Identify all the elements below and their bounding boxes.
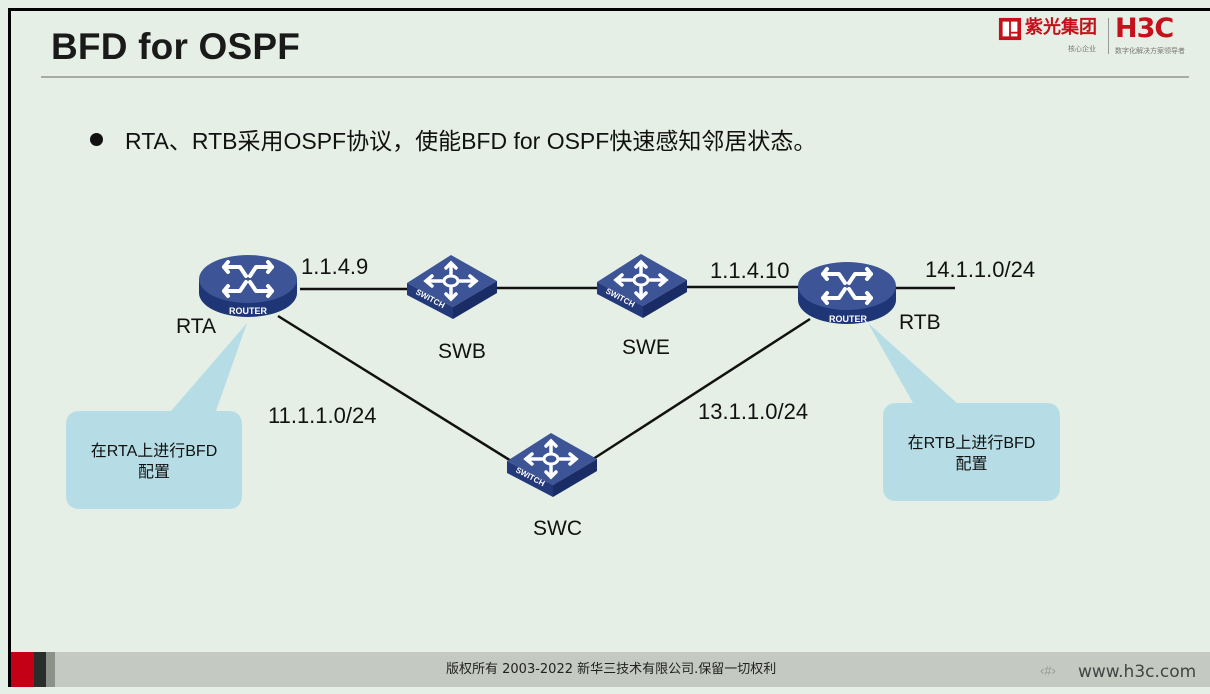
link-swc-rtb bbox=[589, 317, 811, 463]
bullet-text: RTA、RTB采用OSPF协议，使能BFD for OSPF快速感知邻居状态。 bbox=[125, 128, 817, 154]
switch-swc-icon bbox=[505, 431, 599, 499]
unigroup-logo-icon bbox=[998, 17, 1022, 41]
footer-accent-red bbox=[11, 652, 34, 687]
node-label-rta: RTA bbox=[176, 315, 217, 338]
footer-accent-gray bbox=[46, 652, 55, 687]
node-label-rtb: RTB bbox=[899, 311, 941, 334]
switch-swb-icon bbox=[405, 253, 499, 321]
callout-rta-text: 在RTA上进行BFD 配置 bbox=[66, 441, 242, 483]
company-logo: 紫光集团 核心企业 H3C 数字化解决方案领导者 bbox=[996, 14, 1206, 60]
footer-copyright: 版权所有 2003-2022 新华三技术有限公司.保留一切权利 bbox=[446, 662, 777, 677]
link-label-rta-swc: 11.1.1.0/24 bbox=[268, 403, 377, 428]
link-label-rtb-stub: 14.1.1.0/24 bbox=[925, 257, 1036, 282]
bullet-icon bbox=[90, 132, 103, 146]
callout-rtb-line1: 在RTB上进行BFD bbox=[907, 435, 1036, 452]
footer-accent-dark bbox=[34, 652, 46, 687]
node-label-swc: SWC bbox=[533, 517, 582, 540]
switch-swe-icon bbox=[595, 252, 689, 320]
link-label-rta-ip: 1.1.4.9 bbox=[301, 254, 369, 279]
logo-brand-sub: 数字化解决方案领导者 bbox=[1115, 48, 1185, 55]
node-label-swb: SWB bbox=[438, 340, 486, 363]
footer-url[interactable]: www.h3c.com bbox=[1078, 662, 1197, 682]
logo-separator bbox=[1108, 18, 1109, 54]
callout-rtb-text: 在RTB上进行BFD 配置 bbox=[883, 433, 1060, 475]
link-rta-swc bbox=[277, 314, 517, 466]
link-label-rtb-ip: 1.1.4.10 bbox=[710, 258, 790, 283]
footer-bar bbox=[11, 652, 1210, 687]
link-label-rtb-swc: 13.1.1.0/24 bbox=[698, 399, 809, 424]
slide-title: BFD for OSPF bbox=[51, 26, 301, 67]
callout-rtb bbox=[868, 323, 1060, 501]
router-rtb-badge: ROUTER bbox=[829, 314, 868, 324]
node-label-swe: SWE bbox=[622, 336, 670, 359]
bullet-item: RTA、RTB采用OSPF协议，使能BFD for OSPF快速感知邻居状态。 bbox=[90, 122, 816, 156]
logo-cn-sub: 核心企业 bbox=[1068, 46, 1096, 53]
logo-brand: H3C bbox=[1115, 13, 1174, 44]
callout-rta-line2: 配置 bbox=[137, 464, 170, 481]
callout-rtb-line2: 配置 bbox=[955, 456, 988, 473]
logo-cn-name: 紫光集团 bbox=[1025, 17, 1097, 38]
title-divider bbox=[41, 76, 1189, 78]
callout-rta-line1: 在RTA上进行BFD bbox=[90, 443, 218, 460]
callout-rta bbox=[66, 323, 247, 509]
router-rta-badge: ROUTER bbox=[229, 306, 268, 316]
page-number: ‹#› bbox=[1040, 663, 1056, 678]
